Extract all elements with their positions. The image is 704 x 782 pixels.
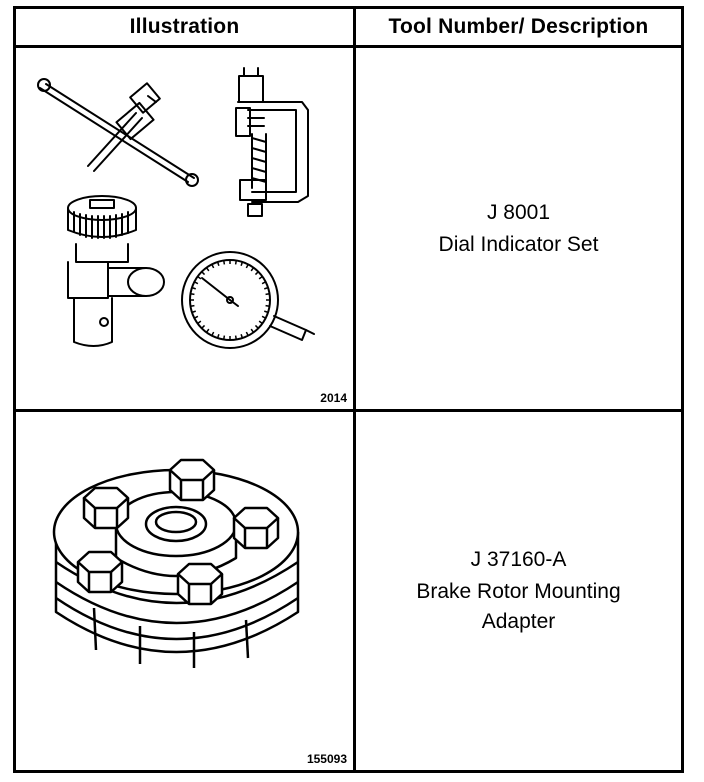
dial-tick [216, 334, 220, 339]
dial-tick [245, 264, 249, 269]
dial-tick [190, 293, 195, 296]
header-tool-description: Tool Number/ Description [388, 15, 649, 38]
dial-tick [261, 315, 266, 319]
row-divider [16, 409, 681, 412]
dial-tick [240, 261, 244, 266]
dial-tick [254, 324, 259, 329]
dial-tick [265, 304, 270, 307]
description-cell-j8001: J 8001 Dial Indicator Set [356, 48, 681, 409]
dial-tick [205, 328, 210, 333]
hex-bolt-icon [168, 458, 216, 502]
dial-tick [245, 331, 249, 336]
dial-tick [211, 331, 215, 336]
c-clamp-icon [235, 67, 309, 217]
hex-bolt-icon [82, 486, 130, 530]
header-illustration: Illustration [129, 15, 240, 38]
dial-tick [216, 261, 220, 266]
dial-tick [258, 275, 263, 280]
tool-number: J 37160-A [470, 548, 567, 571]
illustration-cell-brake-rotor-adapter: 155093 [16, 412, 353, 770]
tool-table: Illustration Tool Number/ Description [13, 6, 684, 773]
hex-bolt-icon [76, 550, 124, 594]
dial-tick [223, 335, 226, 340]
magnetic-base-icon [67, 195, 165, 347]
dial-tick [194, 315, 199, 319]
tool-description: Brake Rotor Mounting Adapter [416, 580, 621, 633]
illustration-cell-dial-indicator-set: 2014 [16, 48, 353, 409]
dial-tick [211, 264, 215, 269]
dial-tick [191, 310, 196, 314]
tool-number: J 8001 [486, 200, 551, 224]
dial-tick [261, 281, 266, 285]
dial-gauge-icon [181, 251, 315, 349]
dial-tick [205, 267, 210, 272]
column-divider [353, 9, 356, 770]
dial-tick [191, 286, 196, 290]
hex-bolt-icon [176, 562, 224, 606]
dial-tick [258, 320, 263, 325]
dial-tick [240, 334, 244, 339]
dial-tick [197, 275, 202, 280]
dial-indicator-set-illustration [37, 67, 315, 349]
rod-handle-icon [37, 78, 199, 187]
tool-description: Dial Indicator Set [438, 232, 599, 256]
dial-tick [250, 267, 255, 272]
dial-tick [197, 320, 202, 325]
dial-tick [190, 304, 195, 307]
dial-tick [201, 324, 206, 329]
dial-tick [234, 260, 237, 265]
dial-tick [223, 260, 226, 265]
dial-tick [234, 335, 237, 340]
header-divider [16, 45, 681, 48]
description-cell-j37160a: J 37160-A Brake Rotor Mounting Adapter [356, 412, 681, 770]
dial-tick [201, 271, 206, 276]
dial-tick [194, 281, 199, 285]
dial-tick [254, 271, 259, 276]
dial-tick [265, 293, 270, 296]
dial-tick [250, 328, 255, 333]
figure-number: 155093 [306, 752, 347, 766]
hex-bolt-icon [232, 506, 280, 550]
dial-tick [264, 286, 269, 290]
dial-tick [264, 310, 269, 314]
brake-rotor-adapter-illustration [52, 458, 300, 668]
figure-number: 2014 [320, 391, 347, 405]
